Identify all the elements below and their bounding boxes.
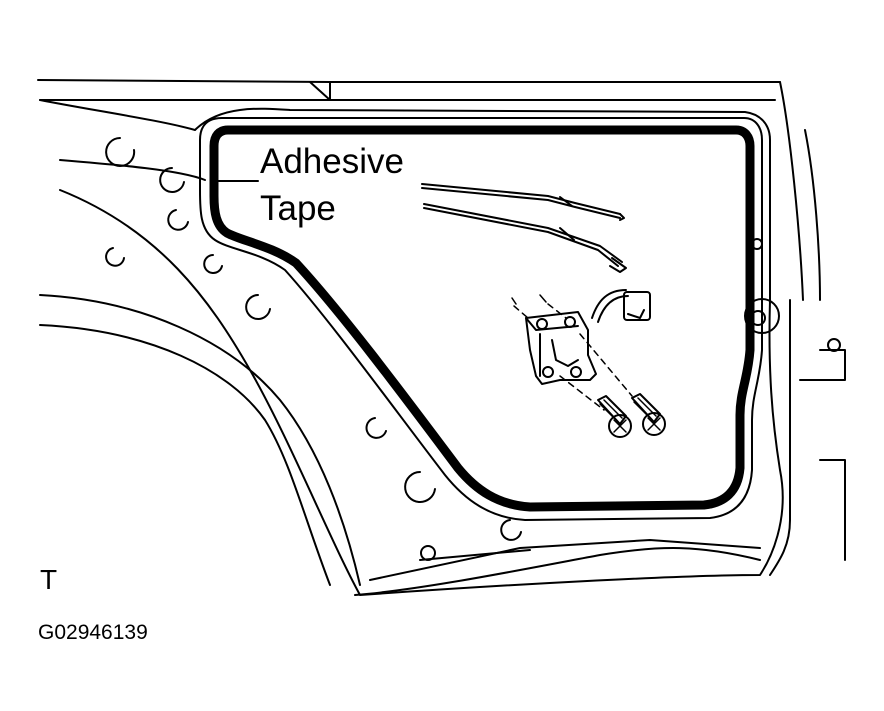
- door-frame-top-edge: [37, 79, 804, 301]
- adhesive-tape-bead: [209, 125, 755, 512]
- figure-code: G02946139: [38, 621, 148, 644]
- service-hole-flange: [199, 117, 763, 521]
- adhesive-tape-label: Adhesive: [260, 142, 404, 181]
- adhesive-tape-label-line2: Tape: [260, 189, 336, 228]
- door-lock-connector: [591, 289, 651, 323]
- door-panel-outline: [39, 99, 784, 596]
- panel-holes: [105, 137, 841, 561]
- lock-mounting-screws: [597, 393, 666, 438]
- corner-mark: T: [40, 564, 58, 595]
- door-lock-bracket: [511, 294, 633, 411]
- door-lock-cables: [421, 183, 627, 273]
- panel-inner-contours: [39, 129, 846, 596]
